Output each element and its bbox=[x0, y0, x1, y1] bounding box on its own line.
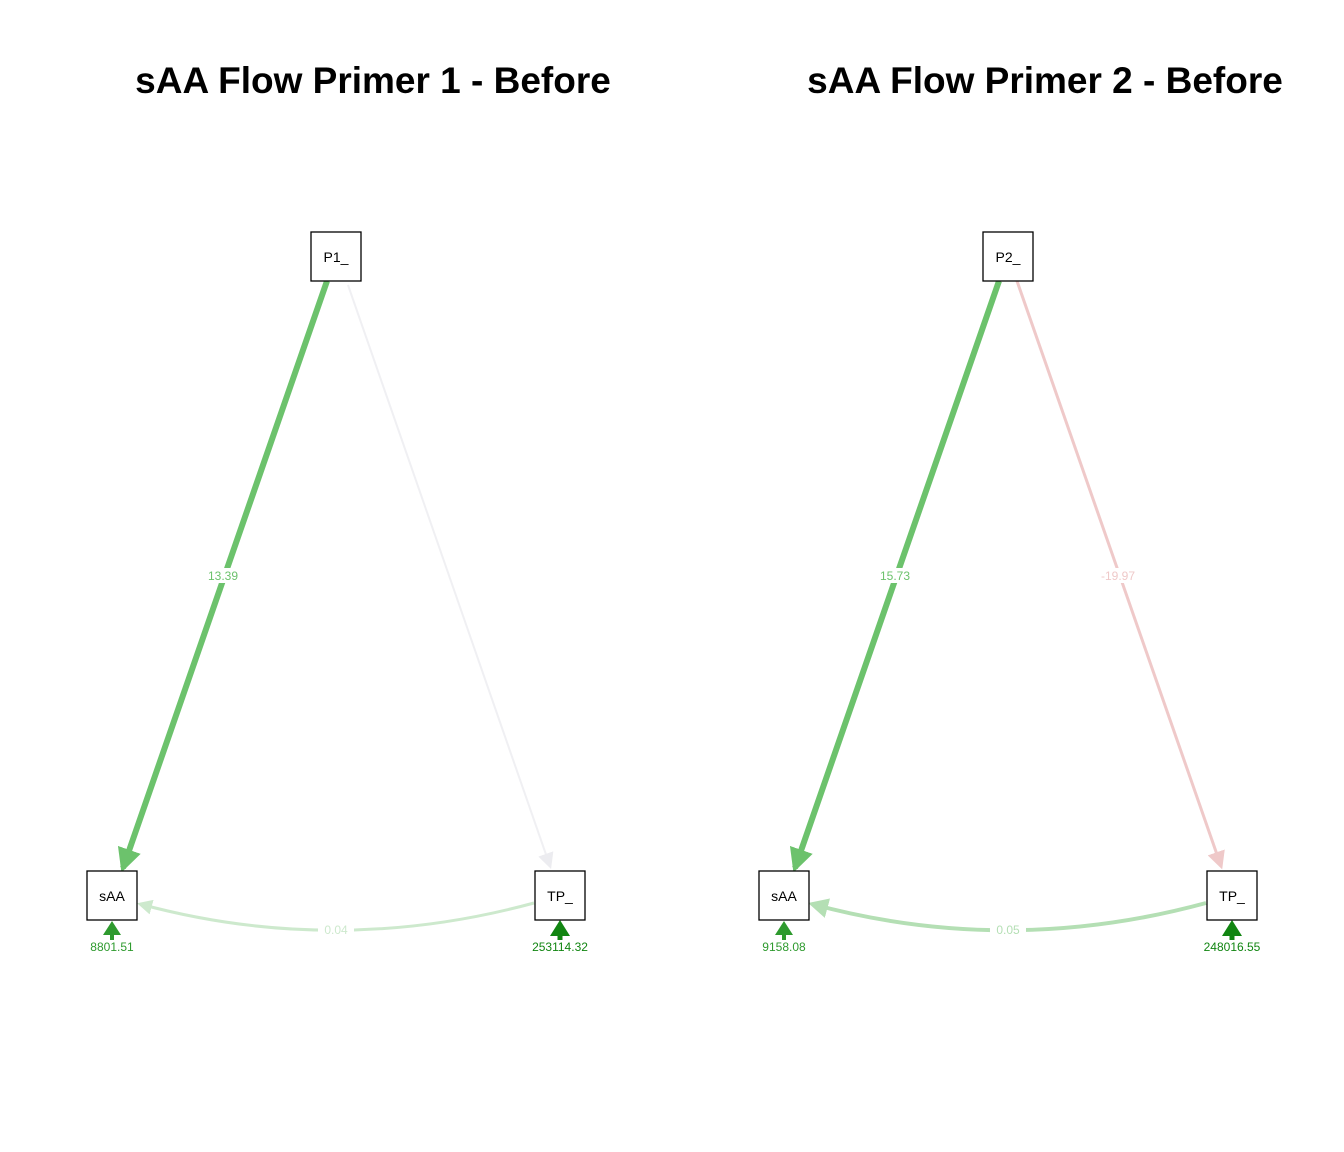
edge-label-p2-saa: 15.73 bbox=[880, 569, 910, 583]
node-p2: P2_ bbox=[982, 231, 1034, 282]
edge-label-tp-saa: 0.05 bbox=[996, 923, 1020, 937]
edge-label-p1-saa: 13.39 bbox=[208, 569, 238, 583]
node-label: P2_ bbox=[996, 249, 1021, 265]
residual-label-saa: 9158.08 bbox=[762, 940, 806, 954]
node-saa: sAA bbox=[86, 870, 138, 921]
node-label: sAA bbox=[99, 888, 125, 904]
panel-title: sAA Flow Primer 2 - Before bbox=[807, 60, 1283, 101]
node-label: sAA bbox=[771, 888, 797, 904]
edge-p1-to-tp bbox=[347, 284, 554, 870]
residual-label-saa: 8801.51 bbox=[90, 940, 134, 954]
node-saa: sAA bbox=[758, 870, 810, 921]
node-p1: P1_ bbox=[310, 231, 362, 282]
edge-label-p2-tp: -19.97 bbox=[1101, 569, 1135, 583]
panel-title: sAA Flow Primer 1 - Before bbox=[135, 60, 611, 101]
node-label: P1_ bbox=[324, 249, 349, 265]
node-tp: TP_ bbox=[534, 870, 586, 921]
residual-label-tp: 248016.55 bbox=[1204, 940, 1261, 954]
node-tp: TP_ bbox=[1206, 870, 1258, 921]
node-label: TP_ bbox=[547, 888, 573, 904]
residual-arrow-tp bbox=[1222, 920, 1242, 940]
residual-arrow-saa bbox=[103, 921, 121, 940]
panel-primer-1: sAA Flow Primer 1 - Before 13.39 0.04 P1… bbox=[86, 60, 611, 954]
panel-primer-2: sAA Flow Primer 2 - Before 15.73 -19.97 … bbox=[758, 60, 1283, 954]
residual-arrow-saa bbox=[775, 921, 793, 940]
residual-arrow-tp bbox=[550, 920, 570, 940]
node-label: TP_ bbox=[1219, 888, 1245, 904]
residual-label-tp: 253114.32 bbox=[532, 940, 588, 954]
edge-label-tp-saa: 0.04 bbox=[324, 923, 348, 937]
